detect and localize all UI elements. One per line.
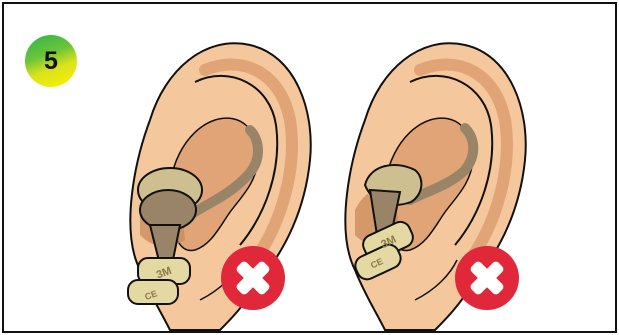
x-circle-icon — [455, 246, 519, 310]
x-circle-icon — [221, 246, 285, 310]
